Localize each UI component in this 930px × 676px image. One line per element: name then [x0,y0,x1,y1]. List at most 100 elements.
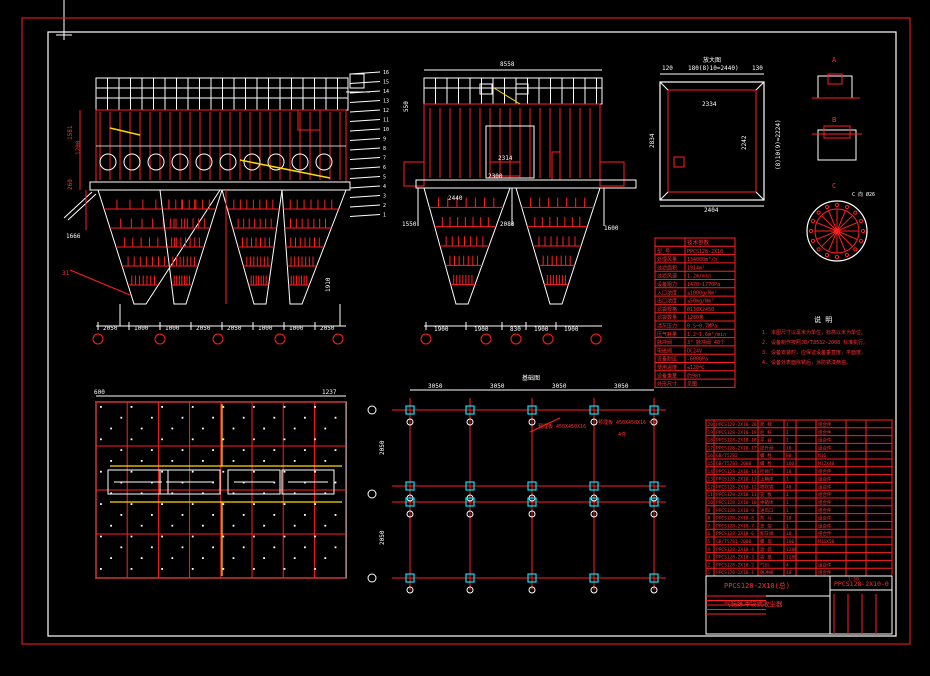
part-name: 中箱体 [760,499,774,506]
spec-row-value: PPCS128-2X10 [687,249,723,255]
side-view [403,77,637,305]
foundation-left-dim: 2050 [379,530,386,545]
part-material: M16X50 [818,539,835,545]
part-qty: 1 [786,500,789,506]
part-no: 12 [708,484,714,490]
spec-row-value: ≤1000g/Nm³ [687,290,717,296]
part-name: 爬 梯 [760,421,772,428]
part-name: 进风口 [760,507,774,514]
front-bottom-dim: 1000 [258,325,273,332]
part-name: 栏 杆 [760,429,772,436]
outer-border [21,17,911,645]
note-line: 4. 设备外表面除锈后，涂防锈漆两遍。 [762,359,851,366]
spec-row-label: 电磁阀 [657,347,672,354]
part-no: 13 [708,477,714,483]
foundation-callout: 预埋板 450X450X16 [538,423,586,430]
part-code: PPCS128-2X10-14 [716,469,757,475]
spec-row-value: -6000Pa [687,357,708,363]
part-code: PPCS128-2X10-20 [716,422,757,428]
part-material: 组合件 [818,569,832,576]
part-material: 组合件 [818,499,832,506]
scale-label: 1:50 [848,577,859,583]
detail-label-c: C [832,182,836,190]
front-inlet-dim: 1666 [66,233,81,240]
part-no: 18 [708,438,714,444]
company-name: 气箱脉冲袋式收尘器 [724,599,783,608]
side-height-dim: 550 [403,101,410,112]
axis-bubble [332,333,344,345]
side-left-dim: 1550 [402,221,417,228]
spec-row-label: 处理风量 [657,256,677,263]
part-balloon: 12 [383,108,389,114]
part-name: 灰 斗 [760,515,772,522]
part-code: PPCS128-2X10-19 [716,430,757,436]
spec-row-label: 外形尺寸 [657,381,677,388]
spec-row-value: 3" 脉冲阀 40个 [687,339,725,346]
foundation-title: 基础图 [522,374,540,382]
front-bottom-dim: 1000 [289,325,304,332]
part-no: 17 [708,445,714,451]
axis-bubble [420,333,432,345]
drawing-title: PPCS128-2X10(总) [724,581,790,590]
part-material: 组合件 [818,476,832,483]
side-lower-dim: 2080 [500,221,515,228]
side-top-dim: 8558 [500,61,515,68]
part-no: 4 [708,547,711,553]
part-qty: 1 [786,422,789,428]
part-qty: 1 [786,430,789,436]
spec-row-label: 设备阻力 [657,281,677,288]
drawing-number: PPCS128-2X10-0 [834,580,889,588]
part-no: 2 [708,562,711,568]
note-line: 1. 本图尺寸以毫米为单位，标高以米为单位。 [762,329,866,336]
flange-top-dim: 120 [662,65,673,72]
part-code: PPCS128-2X10-7 [716,523,754,529]
part-balloon: 5 [383,175,386,181]
part-qty: 1280 [786,555,797,561]
part-balloon: 9 [383,137,386,143]
part-name: 提升阀 [760,444,774,451]
part-code: PPCS128-2X10-13 [716,477,757,483]
part-material: M16 [818,453,826,459]
spec-row-value: 0.5~0.7MPa [687,324,717,330]
part-code: PPCS128-2X10-6 [716,531,754,537]
part-no: 16 [708,453,714,459]
part-code: GB/T5781-2000 [716,539,752,545]
part-no: 5 [708,539,711,545]
foundation-left-dim: 2050 [379,440,386,455]
part-balloon: 13 [383,99,389,105]
part-balloon: 1 [383,213,386,219]
spec-row-value: 见图 [687,382,697,388]
part-code: PPCS128-2X10-10 [716,500,757,506]
flange-detail-view [659,81,765,201]
spec-row-label: 使用温度 [657,364,677,371]
part-name: 螺 栓 [760,460,772,467]
spec-row-value: 1.2~1.6m³/min [687,332,726,338]
spec-row-label: 清灰压力 [657,323,677,330]
spec-row-value: 134000m³/h [687,257,717,263]
detail-label-b: B [832,116,836,124]
part-material: 组合件 [818,507,832,514]
part-material: 组合件 [818,522,832,529]
side-bottom-dim: 1900 [534,326,549,333]
flange-inner-dim: 2334 [702,101,717,108]
detail-c-note: C 向 Ø26 [852,191,875,198]
part-no: 10 [708,500,714,506]
flange-inner-right: 2242 [741,135,748,150]
part-qty: 160 [786,461,794,467]
axis-bubble [510,333,522,345]
plan-left-dim: 600 [94,389,105,396]
plan-right-dim: 1237 [322,389,337,396]
part-material: 组合件 [818,468,832,475]
foundation-callout: 预埋板 450X450X16 4件 [598,419,657,426]
spec-row-value: DC24V [687,348,702,354]
axis-bubble [274,333,286,345]
part-balloon: 11 [383,118,389,124]
part-qty: 10 [786,516,792,522]
part-code: PPCS128-2X10-9 [716,508,754,514]
